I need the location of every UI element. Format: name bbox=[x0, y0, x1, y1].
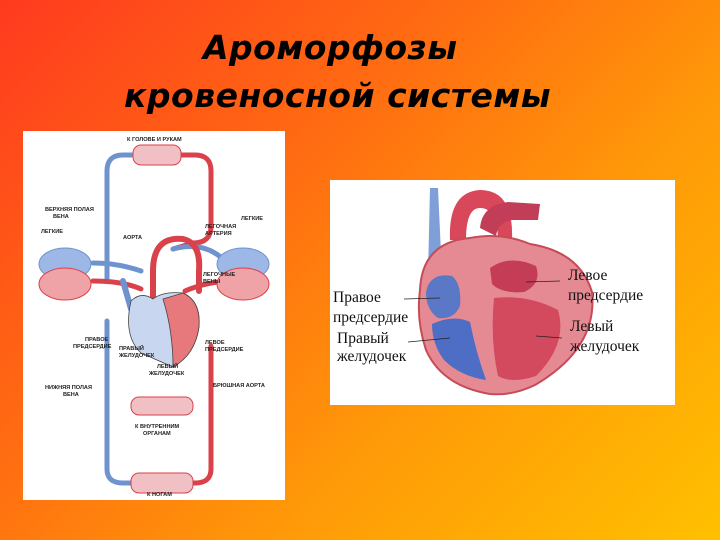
label-left-ventricle-2: ЖЕЛУДОЧЕК bbox=[148, 371, 185, 377]
label-to-legs: К НОГАМ bbox=[147, 492, 172, 498]
label-inferior-vena-cava-2: ВЕНА bbox=[63, 392, 79, 398]
circulation-diagram: К ГОЛОВЕ И РУКАМ ВЕРХНЯЯ ПОЛАЯ ВЕНА ЛЕГК… bbox=[23, 131, 285, 500]
lower-loop-artery bbox=[145, 343, 214, 486]
label-lungs-left: ЛЕГКИЕ bbox=[41, 229, 63, 235]
aortic-arch bbox=[150, 235, 203, 334]
label-right-atrium-2: предсердие bbox=[333, 309, 408, 326]
head-capillary-bed bbox=[132, 144, 182, 166]
pulmonary-vein-left bbox=[90, 278, 144, 292]
upper-loop-artery bbox=[150, 152, 214, 252]
label-left-ventricle-1: ЛЕВЫЙ bbox=[157, 362, 178, 370]
label-aorta: АОРТА bbox=[123, 235, 142, 241]
left-atrium bbox=[490, 260, 538, 293]
label-right-ventricle-1: Правый bbox=[337, 330, 389, 347]
superior-vena-cava bbox=[120, 278, 134, 312]
label-left-ventricle-1: Левый bbox=[570, 318, 613, 335]
pulmonary-artery bbox=[480, 202, 540, 236]
label-right-atrium-1: ПРАВОЕ bbox=[85, 337, 109, 343]
label-left-atrium-1: Левое bbox=[568, 267, 607, 284]
label-to-organs-1: К ВНУТРЕННИМ bbox=[135, 424, 180, 430]
label-pulmonary-artery-2: АРТЕРИЯ bbox=[205, 231, 232, 237]
legs-capillary-bed bbox=[130, 472, 194, 494]
heart-shape bbox=[128, 292, 200, 368]
label-to-head: К ГОЛОВЕ И РУКАМ bbox=[127, 137, 182, 143]
label-to-organs-2: ОРГАНАМ bbox=[143, 431, 171, 437]
page-title-line-2: кровеносной системы bbox=[124, 76, 552, 115]
label-pulmonary-veins-1: ЛЕГОЧНЫЕ bbox=[203, 272, 236, 278]
label-superior-vena-cava-1: ВЕРХНЯЯ ПОЛАЯ bbox=[45, 207, 94, 213]
label-lungs-right: ЛЕГКИЕ bbox=[241, 216, 263, 222]
page-title-line-1: Ароморфозы bbox=[203, 28, 458, 67]
label-right-ventricle-2: ЖЕЛУДОЧЕК bbox=[118, 353, 155, 359]
label-abdominal-aorta: БРЮШНАЯ АОРТА bbox=[213, 383, 265, 389]
right-ventricle bbox=[432, 318, 486, 380]
right-atrium bbox=[426, 275, 461, 319]
heart-svg: Левое предсердие Правое предсердие Правы… bbox=[333, 188, 643, 396]
label-right-ventricle-1: ПРАВЫЙ bbox=[119, 344, 144, 352]
label-right-ventricle-2: желудочек bbox=[336, 348, 407, 365]
label-right-atrium-1: Правое bbox=[333, 289, 381, 306]
pulmonary-artery-left bbox=[90, 260, 144, 274]
label-pulmonary-veins-2: ВЕНЫ bbox=[203, 279, 221, 285]
label-pulmonary-artery-1: ЛЕГОЧНАЯ bbox=[205, 224, 236, 230]
aorta bbox=[449, 190, 513, 242]
heart-diagram: Левое предсердие Правое предсердие Правы… bbox=[330, 180, 675, 405]
label-inferior-vena-cava-1: НИЖНЯЯ ПОЛАЯ bbox=[45, 385, 92, 391]
circulation-svg: К ГОЛОВЕ И РУКАМ ВЕРХНЯЯ ПОЛАЯ ВЕНА ЛЕГК… bbox=[38, 137, 270, 498]
lower-loop-vein bbox=[104, 318, 151, 486]
label-left-atrium-2: предсердие bbox=[568, 287, 643, 304]
label-superior-vena-cava-2: ВЕНА bbox=[53, 214, 69, 220]
upper-loop-vein bbox=[104, 152, 156, 282]
label-right-atrium-2: ПРЕДСЕРДИЕ bbox=[73, 344, 112, 350]
lungs-capillary-beds bbox=[38, 247, 270, 301]
left-ventricle bbox=[492, 297, 561, 380]
label-left-ventricle-2: желудочек bbox=[569, 338, 640, 355]
label-left-atrium-2: ПРЕДСЕРДИЕ bbox=[205, 347, 244, 353]
organs-capillary-bed bbox=[130, 396, 194, 416]
label-left-atrium-1: ЛЕВОЕ bbox=[205, 340, 225, 346]
